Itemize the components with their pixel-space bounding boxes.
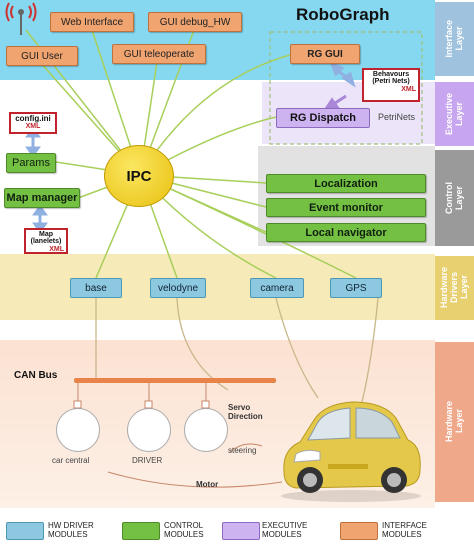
config-xml-card: config.ini XML <box>9 112 57 134</box>
hardware-layer-tab: Hardware Layer <box>435 342 474 502</box>
robograph-title: RoboGraph <box>296 5 390 24</box>
interface-layer-tab: Interface Layer <box>435 2 474 76</box>
localization-module: Localization <box>266 174 426 193</box>
driver-label: DRIVER <box>132 456 163 465</box>
car-central-circle <box>56 408 100 452</box>
servo-direction-label: Servo Direction <box>228 403 263 421</box>
control-layer-tab: Control Layer <box>435 150 474 246</box>
rg-gui-module: RG GUI <box>290 44 360 64</box>
legend-executive-swatch <box>222 522 260 540</box>
legend-control-swatch <box>122 522 160 540</box>
map-manager-module: Map manager <box>4 188 80 208</box>
ipc-hub: IPC <box>104 145 174 207</box>
map-xml-card: Map (lanelets) XML <box>24 228 68 254</box>
gui-debug-hw-module: GUI debug_HW <box>148 12 242 32</box>
car-central-label: car central <box>52 456 90 465</box>
legend-hw-driver-swatch <box>6 522 44 540</box>
rg-dispatch-module: RG Dispatch <box>276 108 370 128</box>
antenna-icon <box>5 2 37 35</box>
petrinets-label: PetriNets <box>378 112 416 122</box>
local-navigator-module: Local navigator <box>266 223 426 242</box>
params-module: Params <box>6 153 56 173</box>
driver-base: base <box>70 278 122 298</box>
car-image <box>281 401 421 502</box>
driver-circle <box>127 408 171 452</box>
servo-circle <box>184 408 228 452</box>
legend-hw-driver-label: HW DRIVER MODULES <box>48 521 94 539</box>
driver-velodyne: velodyne <box>150 278 206 298</box>
web-interface-module: Web Interface <box>50 12 134 32</box>
behaviours-xml-card: Behavours (Petri Nets) XML <box>362 68 420 102</box>
legend-interface-swatch <box>340 522 378 540</box>
gui-teleoperate-module: GUI teleoperate <box>112 44 206 64</box>
event-monitor-module: Event monitor <box>266 198 426 217</box>
motor-label: Motor <box>196 480 219 489</box>
legend-executive-label: EXECUTIVE MODULES <box>262 521 308 539</box>
driver-gps: GPS <box>330 278 382 298</box>
steering-label: steering <box>228 446 257 455</box>
executive-layer-tab: Executive Layer <box>435 82 474 146</box>
can-bus-label: CAN Bus <box>14 370 57 381</box>
legend-control-label: CONTROL MODULES <box>164 521 204 539</box>
hardware-drivers-layer-tab: Hardware Drivers Layer <box>435 256 474 320</box>
can-bus-text: CAN Bus <box>14 370 58 381</box>
driver-camera: camera <box>250 278 304 298</box>
legend-interface-label: INTERFACE MODULES <box>382 521 427 539</box>
gui-user-module: GUI User <box>6 46 78 66</box>
